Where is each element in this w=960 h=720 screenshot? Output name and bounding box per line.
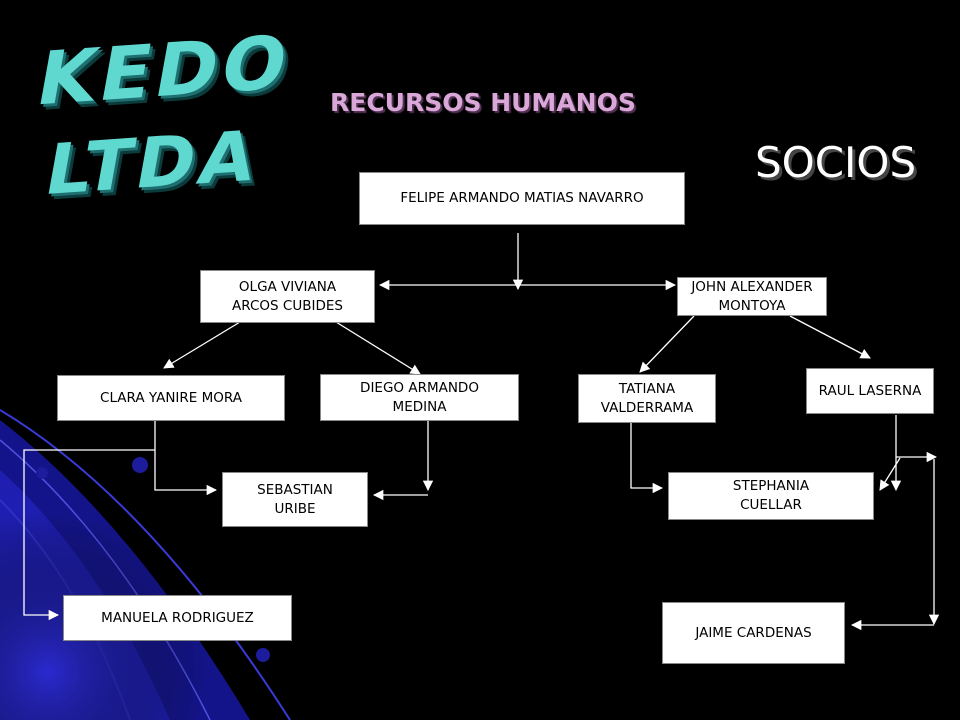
connector-clara-sebastian bbox=[154, 421, 218, 496]
node-jaime: JAIME CARDENAS bbox=[662, 602, 845, 664]
node-john-label: JOHN ALEXANDER MONTOYA bbox=[691, 278, 813, 314]
node-clara-label: CLARA YANIRE MORA bbox=[100, 389, 242, 406]
node-raul: RAUL LASERNA bbox=[806, 368, 934, 414]
node-sebastian-label: SEBASTIAN URIBE bbox=[257, 481, 333, 517]
node-sebastian: SEBASTIAN URIBE bbox=[222, 472, 368, 527]
connector-raul-stephania bbox=[879, 457, 901, 491]
connector-clara-manuela bbox=[23, 449, 155, 621]
node-john: JOHN ALEXANDER MONTOYA bbox=[677, 277, 827, 316]
node-olga-label: OLGA VIVIANA ARCOS CUBIDES bbox=[232, 278, 343, 314]
node-jaime-label: JAIME CARDENAS bbox=[695, 624, 812, 641]
node-manuela-label: MANUELA RODRIGUEZ bbox=[101, 609, 254, 626]
connector-olga-diego bbox=[335, 321, 421, 375]
connector-olga-clara bbox=[163, 321, 241, 369]
node-tatiana: TATIANA VALDERRAMA bbox=[578, 374, 716, 423]
node-stephania: STEPHANIA CUELLAR bbox=[668, 472, 874, 520]
node-stephania-label: STEPHANIA CUELLAR bbox=[732, 478, 810, 513]
node-felipe: FELIPE ARMANDO MATIAS NAVARRO bbox=[359, 172, 685, 225]
section-title: SOCIOS bbox=[755, 138, 917, 187]
node-felipe-label: FELIPE ARMANDO MATIAS NAVARRO bbox=[400, 190, 644, 206]
connector-john-raul bbox=[789, 315, 871, 359]
page-heading: RECURSOS HUMANOS bbox=[330, 88, 636, 117]
node-clara: CLARA YANIRE MORA bbox=[57, 375, 285, 421]
node-diego-label: DIEGO ARMANDO MEDINA bbox=[360, 379, 479, 415]
node-tatiana-label: TATIANA VALDERRAMA bbox=[600, 380, 694, 416]
connector-tatiana-stephania bbox=[630, 423, 664, 494]
node-olga: OLGA VIVIANA ARCOS CUBIDES bbox=[200, 270, 375, 323]
node-diego: DIEGO ARMANDO MEDINA bbox=[320, 374, 519, 421]
node-manuela: MANUELA RODRIGUEZ bbox=[63, 595, 292, 641]
node-raul-label: RAUL LASERNA bbox=[818, 382, 922, 399]
connector-john-tatiana bbox=[639, 315, 695, 373]
